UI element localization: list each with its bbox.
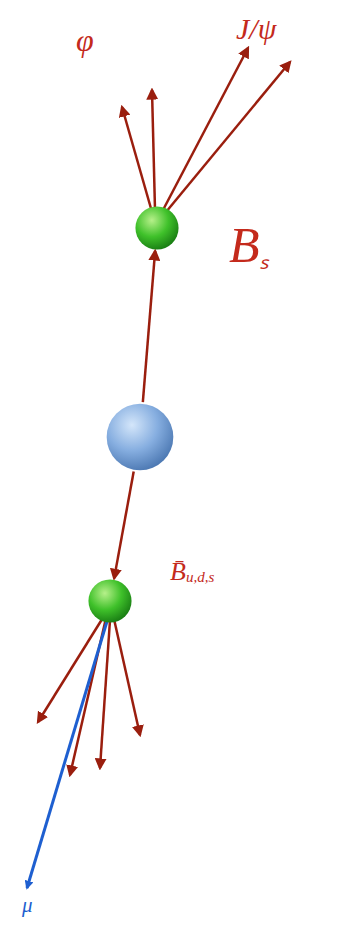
tag-vertex: B̄u,d,s (88, 579, 132, 623)
tag-track (114, 619, 140, 735)
blue-ball (107, 404, 174, 471)
phi-label: φ (76, 24, 94, 56)
phi-track (122, 107, 152, 212)
blue-sphere (106, 403, 174, 471)
green-sphere (88, 579, 132, 623)
flight-path (143, 251, 155, 402)
muon-label: μ (22, 895, 33, 916)
primary-vertex (106, 403, 174, 471)
jpsi-track (166, 62, 290, 212)
green-sphere (135, 206, 179, 250)
product-tracks (38, 48, 290, 775)
jpsi-label: J/ψ (236, 14, 276, 44)
muon-track (27, 618, 108, 888)
green-ball (88, 579, 131, 622)
phi-track (152, 90, 155, 210)
flight-path (114, 471, 134, 578)
green-ball (135, 206, 178, 249)
particle-name: B̄u,d,s (170, 559, 214, 585)
bs-vertex: Bₛ (135, 206, 179, 250)
particle-name: Bₛ (229, 220, 269, 271)
